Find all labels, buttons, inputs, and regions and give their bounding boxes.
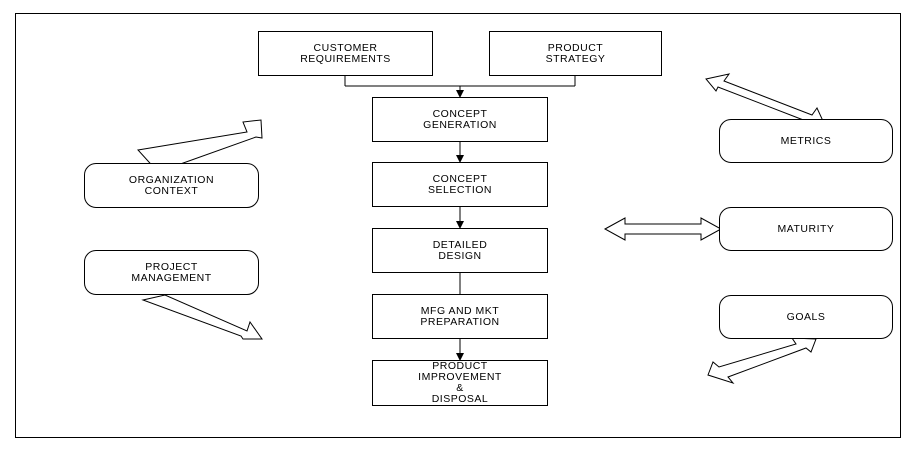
maturity-double-arrow — [603, 217, 723, 241]
organization-context-label: ORGANIZATION CONTEXT — [128, 173, 215, 197]
mfg-mkt-preparation-label: MFG AND MKT PREPARATION — [420, 304, 500, 328]
concept-generation-box: CONCEPT GENERATION — [372, 97, 548, 142]
project-management-arrow — [141, 294, 263, 340]
maturity-label: MATURITY — [777, 222, 835, 235]
mfg-mkt-preparation-box: MFG AND MKT PREPARATION — [372, 294, 548, 339]
maturity-box: MATURITY — [719, 207, 893, 251]
goals-label: GOALS — [786, 310, 826, 323]
concept-selection-label: CONCEPT SELECTION — [427, 172, 492, 196]
product-strategy-label: PRODUCT STRATEGY — [545, 41, 606, 65]
goals-double-arrow — [707, 337, 817, 384]
product-improvement-box: PRODUCT IMPROVEMENT & DISPOSAL — [372, 360, 548, 406]
concept-selection-box: CONCEPT SELECTION — [372, 162, 548, 207]
project-management-label: PROJECT MANAGEMENT — [131, 260, 212, 284]
project-management-box: PROJECT MANAGEMENT — [84, 250, 259, 295]
metrics-label: METRICS — [780, 134, 832, 147]
concept-generation-label: CONCEPT GENERATION — [423, 107, 497, 131]
metrics-box: METRICS — [719, 119, 893, 163]
detailed-design-label: DETAILED DESIGN — [432, 238, 488, 262]
goals-box: GOALS — [719, 295, 893, 339]
product-strategy-box: PRODUCT STRATEGY — [489, 31, 662, 76]
organization-context-box: ORGANIZATION CONTEXT — [84, 163, 259, 208]
product-improvement-label: PRODUCT IMPROVEMENT & DISPOSAL — [418, 360, 502, 405]
customer-requirements-box: CUSTOMER REQUIREMENTS — [258, 31, 433, 76]
customer-requirements-label: CUSTOMER REQUIREMENTS — [300, 41, 391, 65]
detailed-design-box: DETAILED DESIGN — [372, 228, 548, 273]
